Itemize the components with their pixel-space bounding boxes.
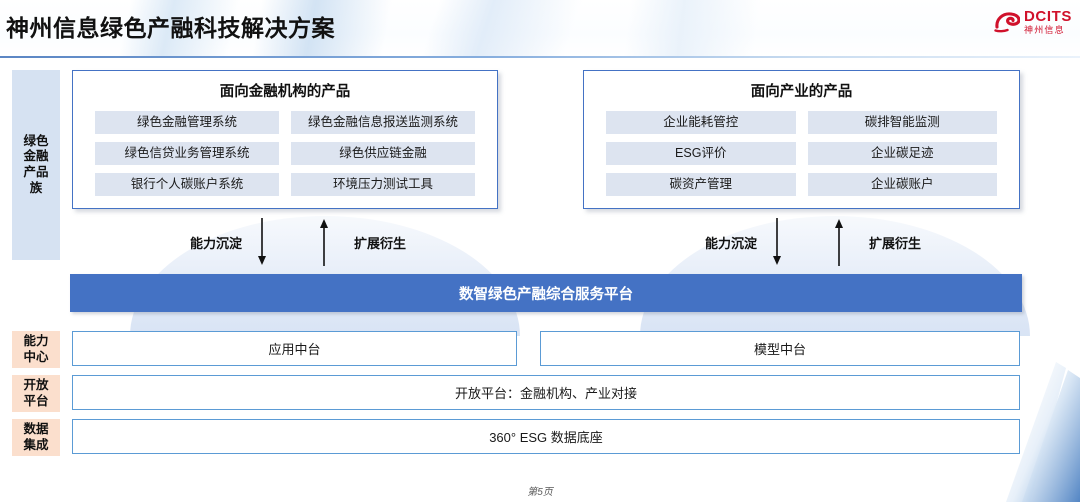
flow-label-expansion-derivation: 扩展衍生 bbox=[354, 235, 407, 251]
dcits-swoosh-icon bbox=[994, 11, 1021, 33]
flow-label-capability-precipitation: 能力沉淀 bbox=[705, 235, 758, 251]
product-chip[interactable]: ESG评价 bbox=[606, 142, 796, 165]
product-chip[interactable]: 环境压力测试工具 bbox=[291, 173, 475, 196]
panel-industry-products: 面向产业的产品 企业能耗管控 碳排智能监测 ESG评价 企业碳足迹 碳资产管理 … bbox=[583, 70, 1020, 209]
slide-header: 神州信息绿色产融科技解决方案 DCITS 神州信息 bbox=[0, 0, 1080, 57]
flow-arrows-left: 能力沉淀 扩展衍生 bbox=[190, 218, 406, 266]
decorative-ribbon bbox=[960, 282, 1080, 502]
sidebar-label-line: 绿色 bbox=[23, 133, 49, 148]
box-model-middle-platform[interactable]: 模型中台 bbox=[540, 331, 1020, 366]
panel-title: 面向产业的产品 bbox=[750, 84, 853, 100]
product-chip[interactable]: 企业碳账户 bbox=[807, 173, 997, 196]
box-open-platform[interactable]: 开放平台：金融机构、产业对接 bbox=[72, 375, 1020, 410]
logo-wordmark: DCITS 神州信息 bbox=[1024, 9, 1072, 35]
sidebar-label-line: 集成 bbox=[23, 437, 49, 452]
product-chip[interactable]: 绿色金融信息报送监测系统 bbox=[291, 111, 475, 134]
sidebar-label-line: 能力 bbox=[23, 333, 49, 348]
flow-label-expansion-derivation: 扩展衍生 bbox=[869, 235, 922, 251]
product-chip[interactable]: 企业能耗管控 bbox=[606, 111, 796, 134]
platform-bar[interactable]: 数智绿色产融综合服务平台 bbox=[70, 274, 1022, 312]
product-chip[interactable]: 企业碳足迹 bbox=[807, 142, 997, 165]
panel-financial-institution-products: 面向金融机构的产品 绿色金融管理系统 绿色金融信息报送监测系统 绿色信贷业务管理… bbox=[72, 70, 498, 209]
sidebar-item-data-integration[interactable]: 数据 集成 bbox=[12, 419, 60, 456]
arrow-up-icon bbox=[833, 218, 845, 266]
dcits-logo: DCITS 神州信息 bbox=[994, 9, 1072, 35]
arrow-down-icon bbox=[256, 218, 268, 266]
sidebar-item-capability-center[interactable]: 能力 中心 bbox=[12, 331, 60, 368]
sidebar-label-line: 数据 bbox=[23, 421, 49, 436]
product-chip[interactable]: 绿色供应链金融 bbox=[291, 142, 475, 165]
sidebar-item-open-platform[interactable]: 开放 平台 bbox=[12, 375, 60, 412]
product-chip[interactable]: 绿色金融管理系统 bbox=[95, 111, 279, 134]
sidebar-label-line: 开放 bbox=[23, 377, 49, 392]
product-chip[interactable]: 银行个人碳账户系统 bbox=[95, 173, 279, 196]
product-chip[interactable]: 碳资产管理 bbox=[606, 173, 796, 196]
box-application-middle-platform[interactable]: 应用中台 bbox=[72, 331, 517, 366]
sidebar-label-line: 族 bbox=[29, 180, 43, 195]
page-number: 第5页 bbox=[527, 487, 553, 498]
logo-text-cn: 神州信息 bbox=[1024, 25, 1065, 35]
page-title: 神州信息绿色产融科技解决方案 bbox=[6, 15, 335, 41]
header-divider bbox=[0, 56, 1080, 58]
product-chip-grid: 绿色金融管理系统 绿色金融信息报送监测系统 绿色信贷业务管理系统 绿色供应链金融… bbox=[73, 101, 497, 196]
sidebar-item-green-finance-product-family[interactable]: 绿色 金融 产品 族 bbox=[12, 70, 60, 260]
logo-text-en: DCITS bbox=[1024, 8, 1072, 25]
sidebar-label-line: 中心 bbox=[23, 349, 49, 364]
box-data-foundation[interactable]: 360° ESG 数据底座 bbox=[72, 419, 1020, 454]
product-chip[interactable]: 绿色信贷业务管理系统 bbox=[95, 142, 279, 165]
product-chip-grid: 企业能耗管控 碳排智能监测 ESG评价 企业碳足迹 碳资产管理 企业碳账户 bbox=[584, 101, 1019, 196]
product-chip[interactable]: 碳排智能监测 bbox=[807, 111, 997, 134]
sidebar-label-line: 金融 bbox=[23, 149, 49, 164]
panel-title: 面向金融机构的产品 bbox=[219, 84, 351, 100]
flow-label-capability-precipitation: 能力沉淀 bbox=[190, 235, 243, 251]
arrow-down-icon bbox=[771, 218, 783, 266]
arrow-up-icon bbox=[318, 218, 330, 266]
sidebar-label-line: 产品 bbox=[23, 165, 49, 179]
flow-arrows-right: 能力沉淀 扩展衍生 bbox=[705, 218, 921, 266]
sidebar-label-line: 平台 bbox=[23, 393, 49, 408]
